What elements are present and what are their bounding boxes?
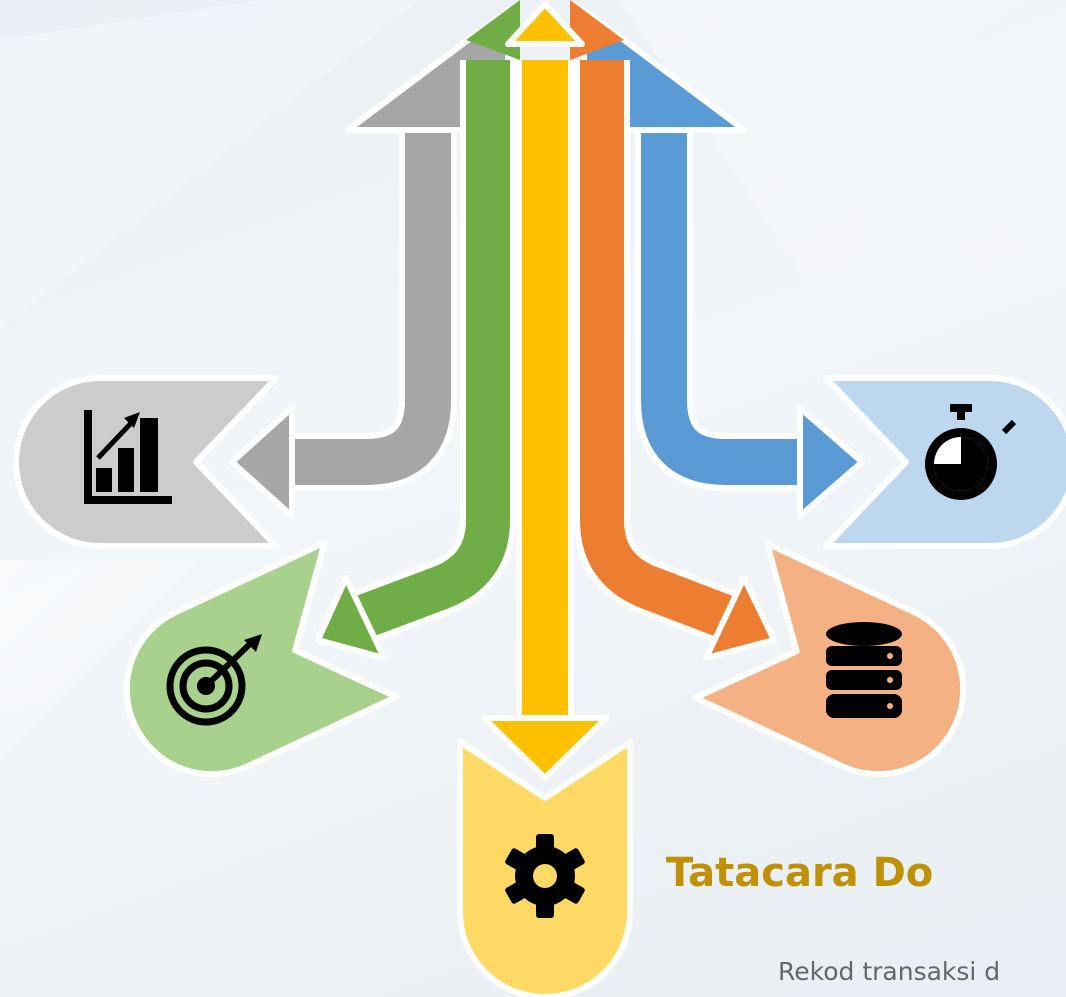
stopwatch-icon [925,404,1017,500]
arrow-green [315,0,520,661]
database-icon [826,622,902,718]
bar-chart-growth-icon [84,410,172,504]
arrow-yellow [481,1,609,781]
target-arrow-icon [166,634,262,726]
tab-green [123,539,400,778]
gear-icon [505,834,585,918]
page-heading: Tatacara Do [666,850,933,896]
background-streaks [0,0,1066,760]
description-text: Rekod transaksi d [778,957,1000,986]
